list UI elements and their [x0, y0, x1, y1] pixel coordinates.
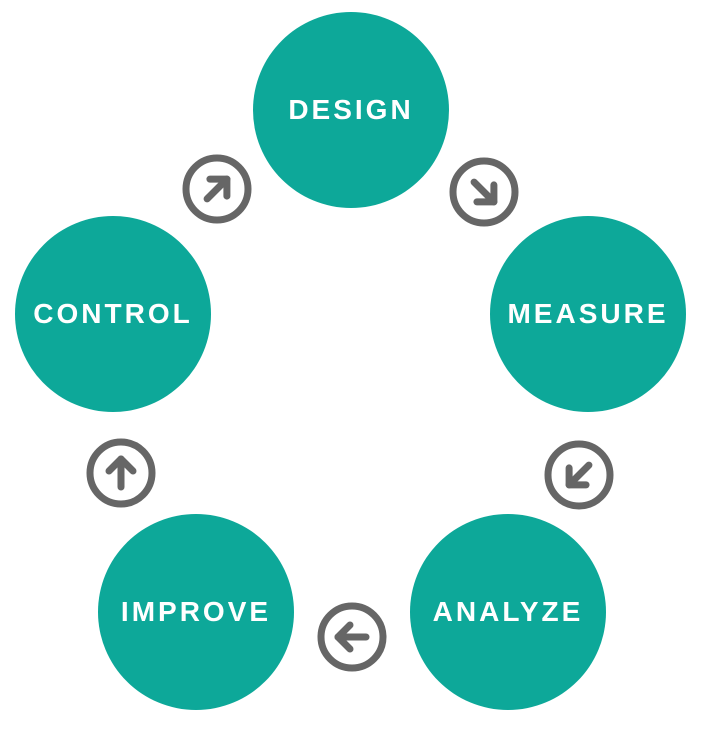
stage-measure-label: MEASURE: [507, 298, 669, 329]
stage-analyze-label: ANALYZE: [432, 596, 584, 627]
arrow-up-circle-icon: [84, 436, 158, 510]
arrow-down-left-circle-icon: [542, 438, 616, 512]
stage-control: CONTROL: [15, 216, 211, 412]
stage-analyze: ANALYZE: [410, 514, 606, 710]
stage-improve: IMPROVE: [98, 514, 294, 710]
stage-improve-label: IMPROVE: [120, 596, 272, 627]
stage-control-label: CONTROL: [33, 298, 193, 329]
arrow-left-circle-icon: [315, 600, 389, 674]
stage-measure: MEASURE: [490, 216, 686, 412]
arrow-up-right-circle-icon: [180, 152, 254, 226]
stage-design: DESIGN: [253, 12, 449, 208]
arrow-down-right-circle-icon: [447, 155, 521, 229]
stage-design-label: DESIGN: [288, 94, 414, 125]
